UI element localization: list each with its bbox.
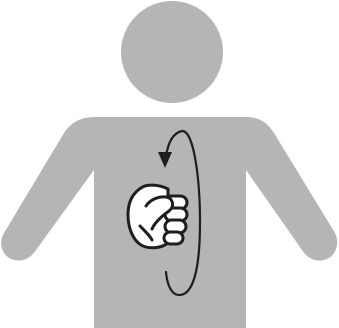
- fist-finger-4: [164, 232, 183, 244]
- fist-icon: [128, 185, 187, 248]
- head: [121, 1, 223, 103]
